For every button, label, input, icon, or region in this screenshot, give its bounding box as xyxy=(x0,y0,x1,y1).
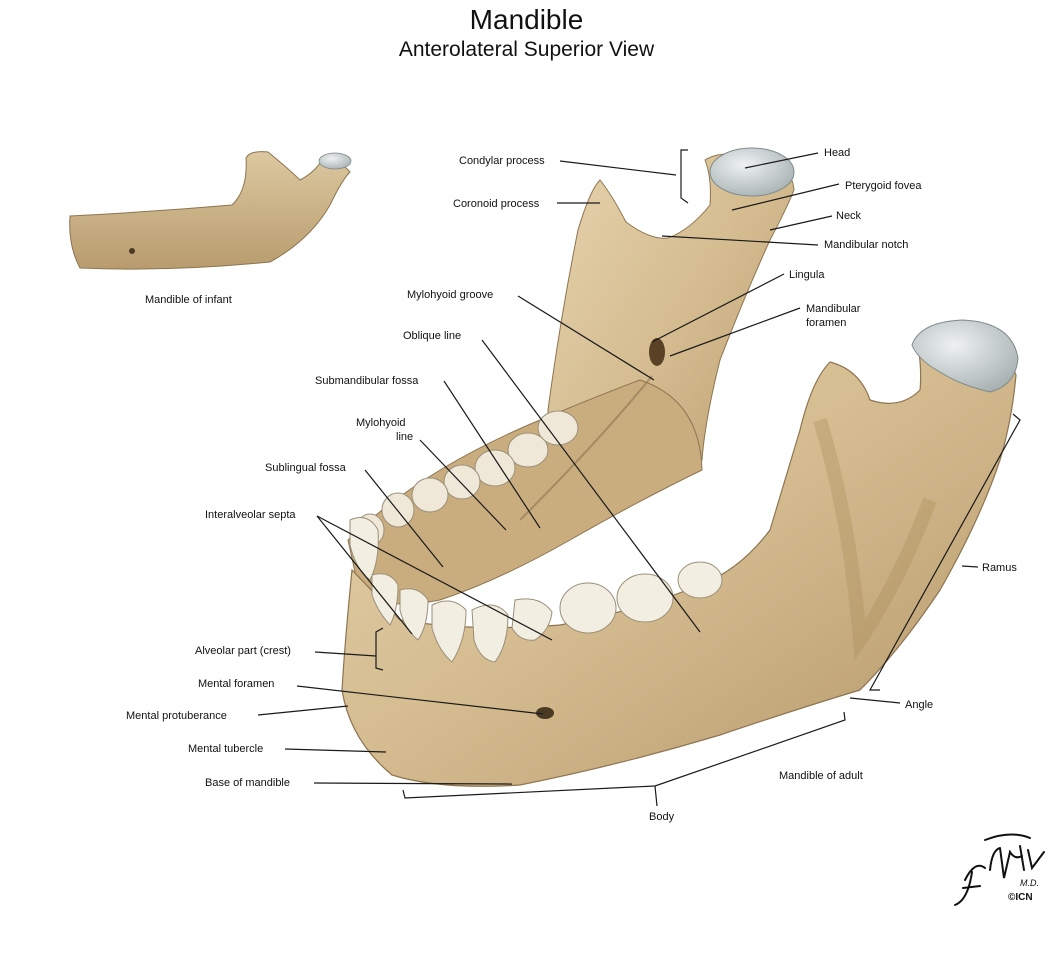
label-alveolar-part: Alveolar part (crest) xyxy=(195,645,291,657)
label-mental-foramen: Mental foramen xyxy=(198,678,274,690)
leader-mental-protuberance xyxy=(257,705,349,716)
label-base-of-mandible: Base of mandible xyxy=(205,777,290,789)
diagram-subtitle: Anterolateral Superior View xyxy=(398,38,655,61)
near-molar-3 xyxy=(677,561,723,599)
netter-signature: M.D. ©ICN xyxy=(954,833,1045,906)
ramus-shading xyxy=(813,417,937,661)
near-molar-1 xyxy=(559,582,617,634)
signature-md: M.D. xyxy=(1020,878,1039,888)
far-premolar-2 xyxy=(411,477,449,513)
label-head: Head xyxy=(824,147,850,159)
label-ramus: Ramus xyxy=(982,562,1017,574)
label-mandibular-foramen-1: Mandibular xyxy=(806,303,861,315)
infant-mandible-body xyxy=(69,151,351,270)
adult-mandible-far-side xyxy=(347,147,795,605)
infant-mandible xyxy=(69,151,352,270)
signature-f xyxy=(954,864,986,906)
infant-mental-foramen xyxy=(129,248,135,254)
label-coronoid-process: Coronoid process xyxy=(453,198,540,210)
leader-neck xyxy=(769,215,833,231)
label-lingula: Lingula xyxy=(789,269,825,281)
leader-oblique-line xyxy=(481,339,701,633)
leader-mental-foramen xyxy=(296,685,544,715)
leader-interalveolar-septa-1 xyxy=(316,515,413,635)
leader-head xyxy=(744,152,819,169)
near-canine xyxy=(431,600,467,663)
leader-pterygoid-fovea xyxy=(731,183,840,211)
label-interalveolar-septa: Interalveolar septa xyxy=(205,509,296,521)
label-mandibular-notch: Mandibular notch xyxy=(824,239,908,251)
signature-icon-mark: ©ICN xyxy=(1008,892,1033,903)
far-molar-1 xyxy=(537,410,579,446)
leader-ramus xyxy=(961,565,979,568)
leader-lines xyxy=(257,149,1021,807)
leader-mental-tubercle xyxy=(284,748,387,753)
near-mental-foramen xyxy=(536,707,554,719)
far-mandibular-foramen xyxy=(649,338,665,366)
leader-submandibular-fossa xyxy=(443,380,541,529)
leader-angle xyxy=(849,697,901,704)
bracket-alveolar-part xyxy=(375,627,384,671)
near-premolar-2 xyxy=(511,598,553,641)
label-mandibular-foramen-2: foramen xyxy=(806,317,846,329)
label-oblique-line: Oblique line xyxy=(403,330,461,342)
far-molar-3 xyxy=(474,449,516,487)
far-premolar-1 xyxy=(443,464,481,500)
leader-mylohyoid-line xyxy=(419,439,507,531)
far-body xyxy=(347,379,703,605)
signature-netter xyxy=(989,845,1045,879)
label-neck: Neck xyxy=(836,210,862,222)
bracket-ramus xyxy=(868,413,1021,691)
label-mylohyoid-groove: Mylohyoid groove xyxy=(407,289,493,301)
label-mental-tubercle: Mental tubercle xyxy=(188,743,263,755)
label-mandible-of-adult: Mandible of adult xyxy=(779,770,863,782)
leader-lingula xyxy=(651,273,785,343)
label-body: Body xyxy=(649,811,675,823)
near-molar-2 xyxy=(616,573,674,623)
bracket-condylar-process xyxy=(680,149,689,204)
leader-sublingual-fossa xyxy=(364,469,444,568)
label-sublingual-fossa: Sublingual fossa xyxy=(265,462,347,474)
label-condylar-process: Condylar process xyxy=(459,155,545,167)
far-molar-2 xyxy=(507,432,549,468)
far-mylohyoid-line xyxy=(519,375,653,521)
diagram-title: Mandible xyxy=(469,4,584,35)
label-angle: Angle xyxy=(905,699,933,711)
label-mental-protuberance: Mental protuberance xyxy=(126,710,227,722)
adult-mandible-near-side xyxy=(341,319,1019,787)
label-mylohyoid-line-2: line xyxy=(396,431,413,443)
leader-interalveolar-septa-2 xyxy=(316,515,553,641)
far-condyle-cartilage xyxy=(709,147,795,197)
near-incisor-1 xyxy=(371,573,399,626)
leader-mandibular-notch xyxy=(661,235,819,246)
leader-alveolar-part xyxy=(314,651,377,657)
labels: Head Condylar process Pterygoid fovea Co… xyxy=(126,147,1017,823)
leader-mylohyoid-groove xyxy=(517,295,655,381)
label-pterygoid-fovea: Pterygoid fovea xyxy=(845,180,922,192)
near-teeth-row xyxy=(349,517,723,663)
near-incisor-0 xyxy=(349,517,379,581)
near-premolar-1 xyxy=(471,604,509,663)
label-submandibular-fossa: Submandibular fossa xyxy=(315,375,419,387)
signature-flourish xyxy=(984,833,1031,841)
leader-body xyxy=(654,785,658,807)
leader-mandibular-foramen xyxy=(669,307,801,357)
leader-base-of-mandible xyxy=(313,782,513,785)
label-mylohyoid-line-1: Mylohyoid xyxy=(356,417,406,429)
label-mandible-of-infant: Mandible of infant xyxy=(145,294,232,306)
infant-condyle-cartilage xyxy=(318,152,352,170)
leader-condylar-process xyxy=(559,160,677,176)
near-condyle-cartilage xyxy=(911,319,1019,393)
far-canine xyxy=(381,492,415,528)
